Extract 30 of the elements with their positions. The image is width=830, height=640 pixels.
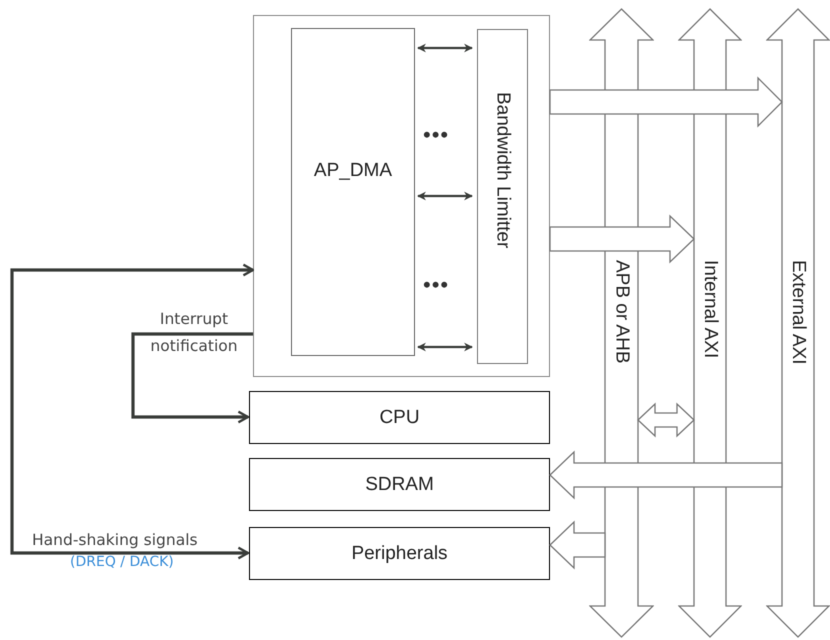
bus-label: Internal AXI [698,260,722,358]
ellipsis-label: ••• [423,124,450,146]
block-box [249,527,550,580]
block-arrow [549,450,783,500]
bus-label: APB or AHB [610,260,634,364]
block-arrow [637,402,695,438]
block-arrow [549,214,695,264]
block-label: CPU [379,406,420,430]
bus-label: External AXI [786,260,810,365]
double-arrow [417,192,473,200]
system-bus [766,8,830,638]
signal-label: (DREQ / DACK) [70,555,174,569]
signal-arrow [10,264,254,560]
edge-label: Hand-shaking signals [32,530,199,551]
block-box [249,391,550,444]
dma-box [291,28,415,356]
block-label: Peripherals [351,542,448,566]
double-arrow [417,342,473,352]
edge-label: Interrupt notification [149,309,239,357]
limiter-box [477,29,528,364]
ellipsis-label: ••• [423,274,450,296]
signal-arrow [131,332,253,424]
block-label: Bandwidth Limitter [491,92,514,248]
block-box [249,458,550,511]
block-label: SDRAM [365,472,434,496]
module-container [253,15,550,377]
double-arrow [417,44,473,52]
block-arrow [549,76,783,128]
block-arrow [549,520,606,570]
block-label: AP_DMA [314,159,392,183]
